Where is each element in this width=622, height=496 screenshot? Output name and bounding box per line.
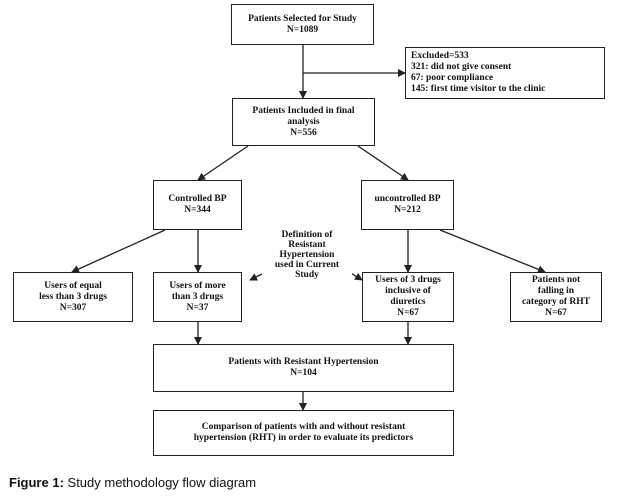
arrow-included-to-uncontrolled — [357, 145, 409, 181]
arrow-included-to-controlled — [197, 145, 249, 181]
excluded-reason-consent: 321: did not give consent — [411, 62, 512, 72]
selected-box: Patients Selected for Study N=1089 — [231, 4, 374, 45]
included-box: Patients Included in final analysis N=55… — [232, 98, 375, 146]
controlled-bp-box: Controlled BP N=344 — [153, 180, 242, 230]
not-falling-line2: falling in — [537, 286, 575, 296]
definition-line5: Study — [295, 270, 319, 280]
definition-line2: Resistant — [288, 240, 326, 250]
resistant-hypertension-box: Patients with Resistant Hypertension N=1… — [153, 344, 454, 392]
uncontrolled-count: N=212 — [394, 205, 421, 215]
arrow-controlled-to-less3 — [71, 229, 166, 273]
figure-caption: Figure 1: Study methodology flow diagram — [9, 475, 256, 490]
users-less3-line2: less than 3 drugs — [39, 291, 107, 302]
caption-text: Study methodology flow diagram — [63, 475, 257, 490]
not-falling-count: N=67 — [545, 308, 567, 318]
users-less3-box: Users of equal less than 3 drugs N=307 — [13, 272, 133, 322]
excluded-box: Excluded=533 321: did not give consent 6… — [405, 47, 605, 99]
caption-label: Figure 1: — [9, 475, 64, 490]
not-falling-rht-box: Patients not falling in category of RHT … — [510, 272, 602, 322]
users-3drugs-line2: inclusive of — [385, 286, 431, 296]
users-3drugs-line3: diuretics — [390, 297, 426, 307]
included-count: N=556 — [290, 127, 317, 138]
not-falling-line3: category of RHT — [521, 297, 591, 307]
users-more3-box: Users of more than 3 drugs N=37 — [153, 272, 242, 322]
controlled-title: Controlled BP — [168, 194, 227, 204]
users-more3-count: N=37 — [186, 302, 209, 313]
users-3drugs-line1: Users of 3 drugs — [375, 275, 441, 285]
comparison-line1: Comparison of patients with and without … — [201, 422, 406, 432]
selected-title: Patients Selected for Study — [248, 13, 357, 24]
users-more3-line2: than 3 drugs — [171, 291, 224, 302]
comparison-box: Comparison of patients with and without … — [153, 410, 454, 456]
users-more3-line1: Users of more — [169, 280, 226, 291]
definition-line3: Hypertension — [279, 250, 335, 260]
resistant-count: N=104 — [290, 368, 317, 378]
uncontrolled-bp-box: uncontrolled BP N=212 — [361, 180, 454, 230]
uncontrolled-title: uncontrolled BP — [374, 194, 441, 204]
users-less3-line1: Users of equal — [44, 280, 102, 291]
users-3drugs-diuretic-box: Users of 3 drugs inclusive of diuretics … — [362, 272, 454, 322]
arrow-uncontrolled-to-notfalling — [439, 229, 546, 274]
excluded-reason-compliance: 67: poor compliance — [411, 73, 494, 83]
definition-label: Definition of Resistant Hypertension use… — [262, 230, 352, 280]
included-title-line2: analysis — [287, 116, 320, 127]
controlled-count: N=344 — [184, 205, 211, 215]
comparison-line2: hypertension (RHT) in order to evaluate … — [193, 433, 414, 443]
users-less3-count: N=307 — [59, 302, 87, 313]
included-title-line1: Patients Included in final — [252, 105, 355, 116]
not-falling-line1: Patients not — [531, 275, 581, 285]
excluded-total: Excluded=533 — [411, 51, 469, 61]
selected-count: N=1089 — [286, 24, 319, 35]
definition-line4: used in Current — [274, 260, 340, 270]
excluded-reason-first-visit: 145: first time visitor to the clinic — [411, 84, 546, 94]
definition-line1: Definition of — [281, 230, 333, 240]
resistant-title: Patients with Resistant Hypertension — [228, 357, 379, 367]
users-3drugs-count: N=67 — [397, 308, 419, 318]
